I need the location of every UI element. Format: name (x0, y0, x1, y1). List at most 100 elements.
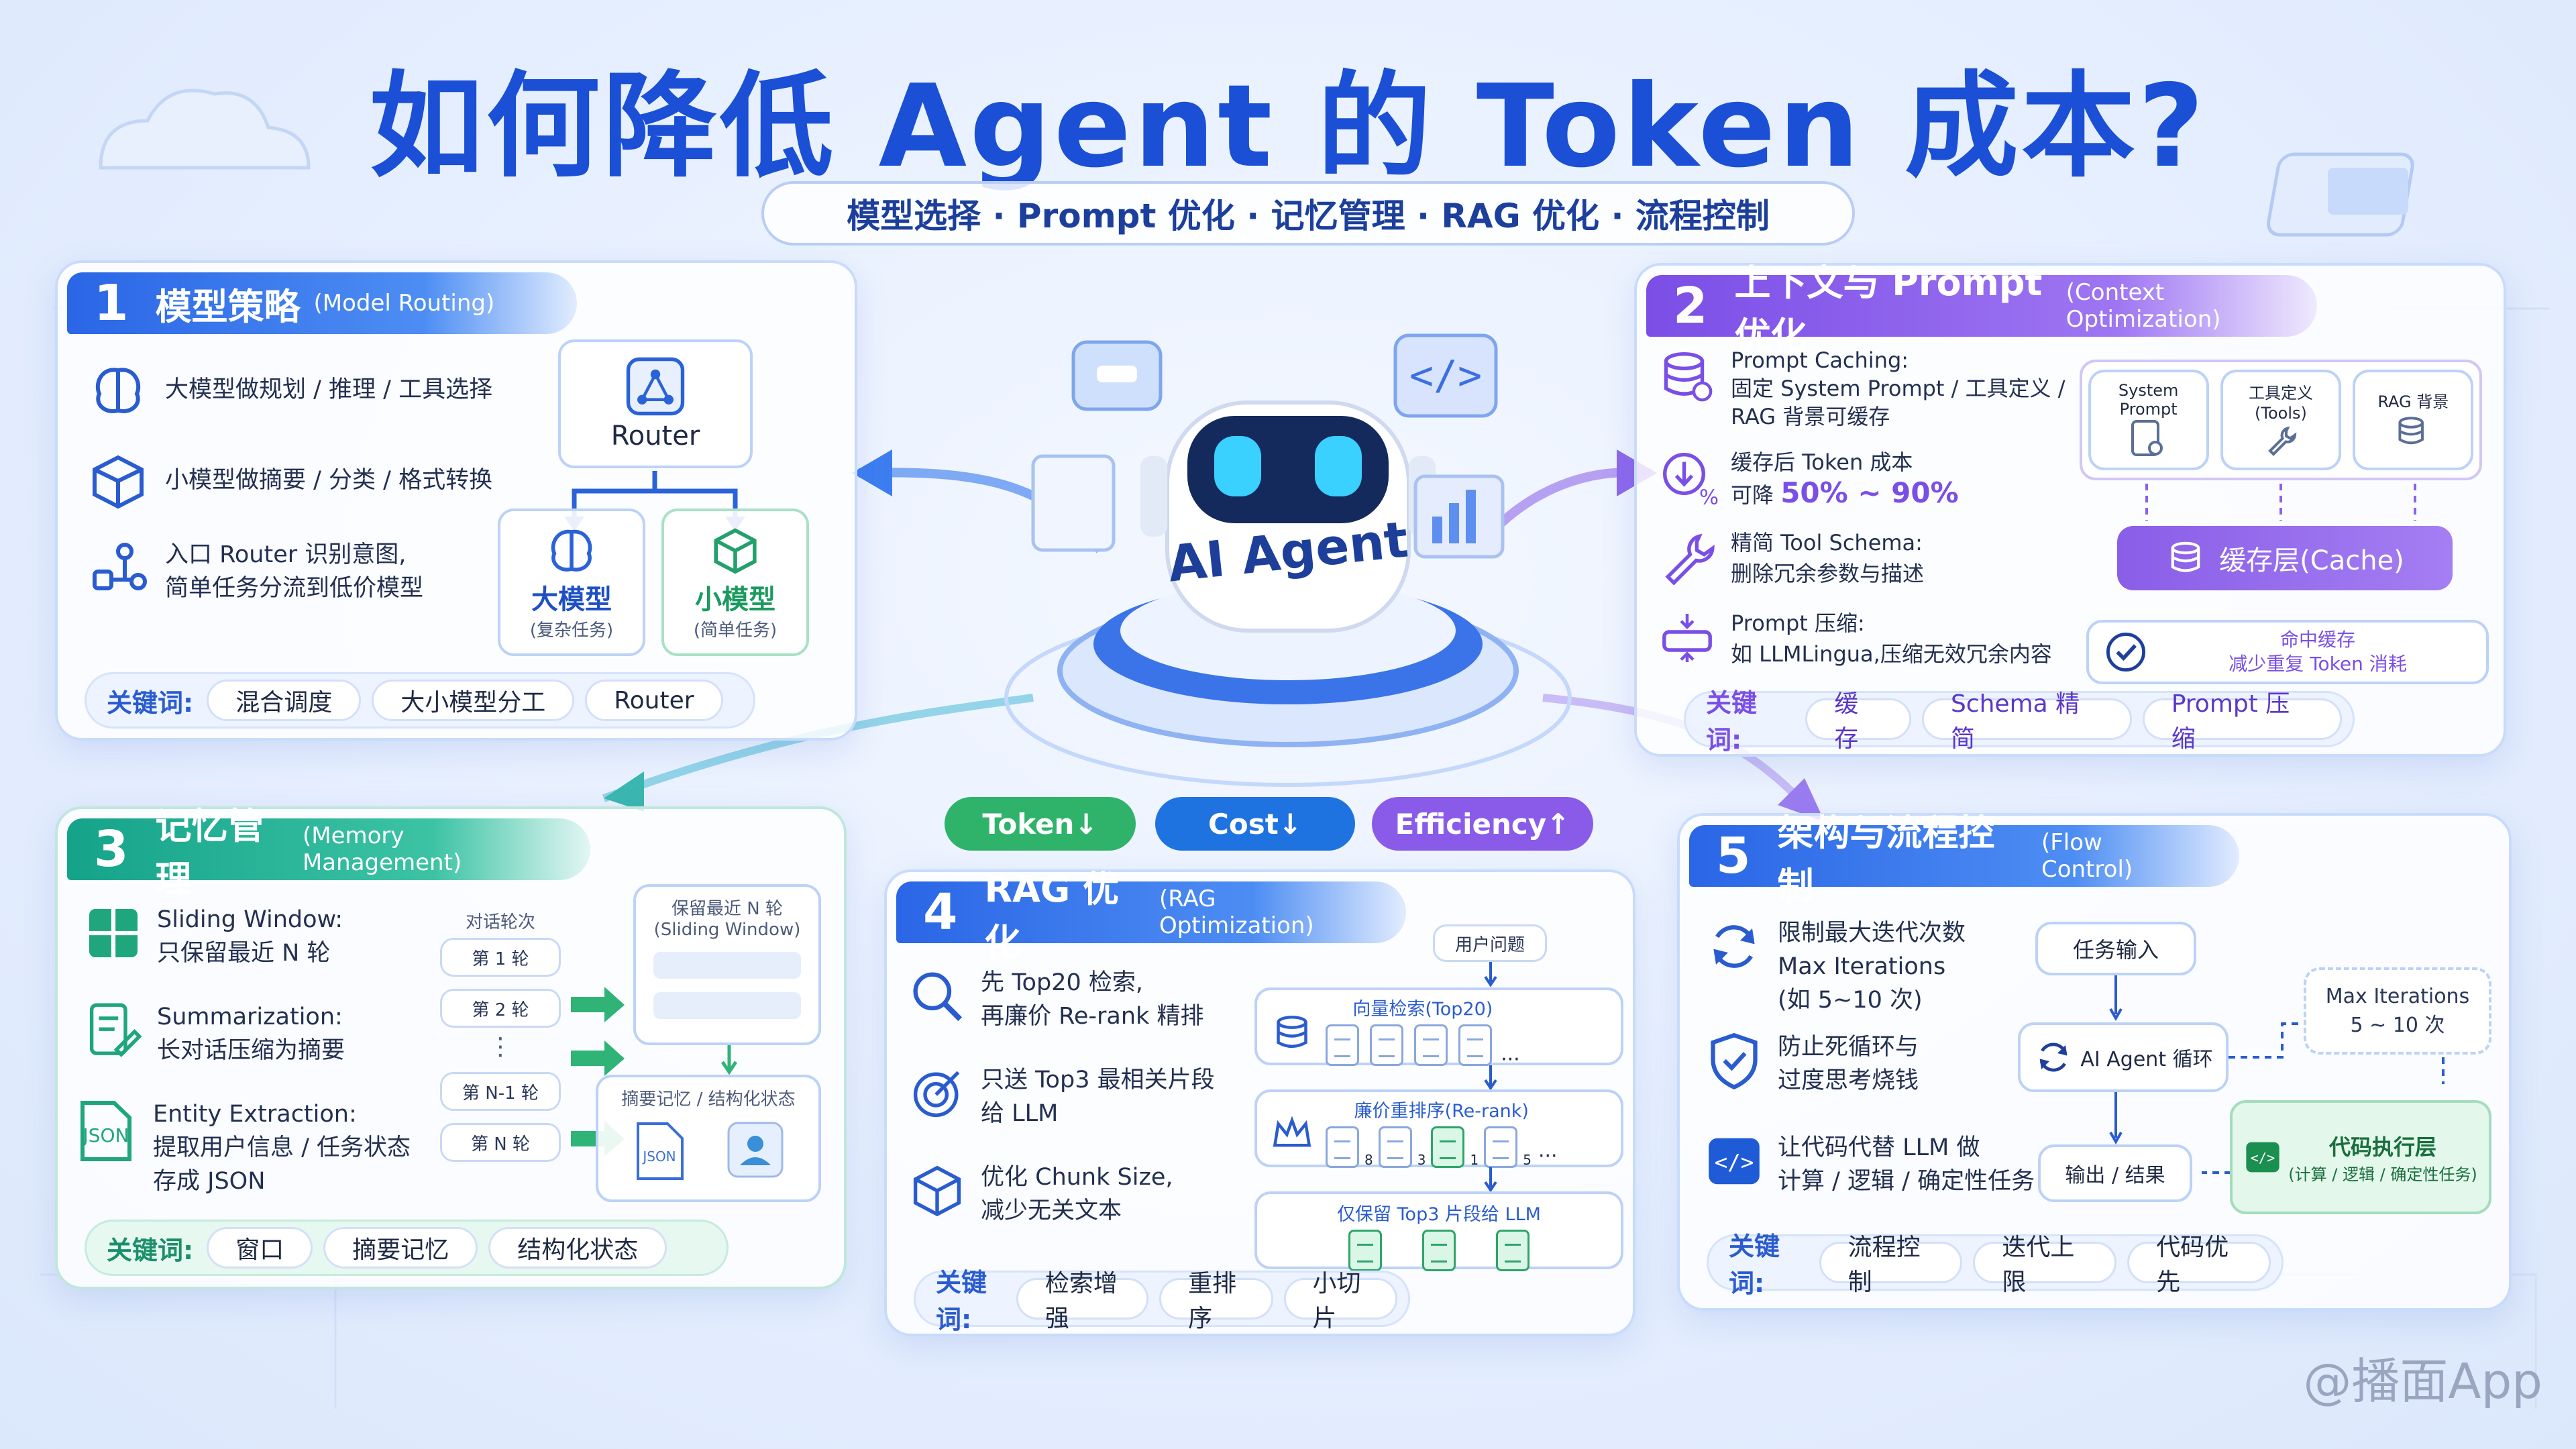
shield-check-icon (1711, 1032, 1758, 1090)
grid-window-icon (89, 909, 138, 957)
keyword-chip: 重排序 (1159, 1270, 1273, 1332)
target-icon (913, 1071, 960, 1118)
document-icon (1031, 454, 1116, 552)
panel-1-item-1: 大模型做规划 / 推理 / 工具选择 (85, 357, 492, 424)
svg-text:</>: </> (2251, 1150, 2275, 1166)
round-pill: 第 N 轮 (440, 1123, 561, 1162)
panel-4-item-chunk: 优化 Chunk Size,减少无关文本 (907, 1161, 1173, 1228)
brain-icon (551, 529, 592, 572)
vector-search-box: 向量检索(Top20) ··· (1254, 987, 1623, 1071)
crown-icon (1273, 1116, 1311, 1146)
panel-5-item-code: </> 让代码代替 LLM 做计算 / 逻辑 / 确定性任务 (1704, 1131, 2035, 1198)
panel-3-subtitle: (Memory Management) (302, 822, 462, 876)
round-pill: 第 N-1 轮 (440, 1072, 561, 1111)
panel-5-subtitle: (Flow Control) (2041, 829, 2133, 883)
json-file-icon: JSON (637, 1122, 684, 1180)
json-file-icon: JSON (80, 1101, 131, 1161)
router-flow-icon (93, 543, 147, 590)
user-query-node: 用户问题 (1433, 924, 1547, 962)
panel-4-keywords: 关键词: 检索增强 重排序 小切片 (914, 1268, 1410, 1334)
user-profile-icon (727, 1122, 784, 1178)
round-pill: 第 2 轮 (440, 989, 561, 1028)
refresh-icon (1713, 925, 1755, 968)
big-model-node: 大模型 (复杂任务) (498, 508, 645, 656)
task-input-node: 任务输入 (2035, 922, 2196, 975)
panel-5-header: 5 架构与流程控制 (Flow Control) (1689, 812, 2239, 907)
panel-2-keywords: 关键词: 缓存 Schema 精简 Prompt 压缩 (1684, 688, 2355, 755)
panel-2-item-savings: % 缓存后 Token 成本 可降 50% ~ 90% (1657, 447, 1959, 511)
panel-1-header: 1 模型策略 (Model Routing) (67, 272, 577, 334)
token-badge: Token↓ (945, 797, 1136, 851)
panel-2-item-caching: Prompt Caching: 固定 System Prompt / 工具定义 … (1657, 346, 2065, 431)
output-node: 输出 / 结果 (2038, 1144, 2192, 1202)
panel-1-subtitle: (Model Routing) (313, 290, 495, 317)
panel-4-subtitle: (RAG Optimization) (1159, 885, 1314, 939)
keyword-chip: 混合调度 (207, 680, 362, 721)
panel-3-item-summary: Summarization:长对话压缩为摘要 (83, 1000, 345, 1067)
panel-3-item-entity: JSON Entity Extraction:提取用户信息 / 任务状态存成 J… (72, 1097, 411, 1198)
panel-3-title: 记忆管理 (155, 805, 264, 900)
panel-2-number: 2 (1673, 277, 1708, 335)
panel-4-item-retrieve: 先 Top20 检索,再廉价 Re-rank 精排 (907, 966, 1203, 1033)
database-icon (2398, 416, 2424, 444)
panel-3-keywords: 关键词: 窗口 摘要记忆 结构化状态 (85, 1220, 729, 1276)
cube-icon (93, 455, 144, 509)
panel-1-item-2: 小模型做摘要 / 分类 / 格式转换 (85, 447, 492, 515)
database-icon (1277, 1015, 1307, 1048)
memory-state-box: 摘要记忆 / 结构化状态 JSON (596, 1075, 821, 1202)
panel-1-item-3: 入口 Router 识别意图, 简单任务分流到低价模型 (85, 538, 423, 605)
panel-2-subtitle: (Context Optimization) (2065, 279, 2221, 333)
chip-icon (2266, 152, 2414, 237)
brain-icon (95, 368, 141, 413)
page-title: 如何降低 Agent 的 Token 成本? (369, 60, 2207, 193)
cache-arrows (2145, 484, 2416, 521)
keyword-chip: 大小模型分工 (372, 680, 575, 721)
keyword-chip: 缓存 (1805, 690, 1911, 753)
panel-memory-management: 3 记忆管理 (Memory Management) Sliding Windo… (55, 805, 847, 1289)
down-arrow-icon (720, 1045, 738, 1075)
wrench-icon (1665, 533, 1715, 586)
panel-4-title: RAG 优化 (984, 868, 1120, 963)
source-rag: RAG 背景 (2353, 370, 2474, 470)
cache-layer: 缓存层(Cache) (2117, 526, 2453, 590)
panel-rag-optimization: 4 RAG 优化 (RAG Optimization) 先 Top20 检索,再… (884, 868, 1635, 1336)
cache-sources: System Prompt 工具定义(Tools) RAG 背景 (2080, 360, 2482, 480)
down-arrow-icon (1484, 1167, 1497, 1193)
compress-icon (1662, 614, 1712, 662)
down-arrow-icon (1484, 962, 1497, 987)
keyword-chip: 检索增强 (1016, 1270, 1149, 1332)
panel-2-title: 上下文与 Prompt 优化 (1734, 262, 2043, 357)
sliding-window-box: 保留最近 N 轮 (Sliding Window) (633, 884, 821, 1045)
panel-context-optimization: 2 上下文与 Prompt 优化 (Context Optimization) … (1634, 262, 2506, 757)
subtitle-bar: 模型选择 · Prompt 优化 · 记忆管理 · RAG 优化 · 流程控制 (761, 181, 1855, 246)
keyword-chip: 流程控制 (1819, 1234, 1963, 1296)
panel-1-title: 模型策略 (155, 285, 301, 328)
svg-text:%: % (1699, 486, 1719, 510)
keyword-chip: 窗口 (207, 1227, 313, 1269)
panel-3-number: 3 (94, 820, 129, 878)
panel-5-item-loop-guard: 防止死循环与过度思考烧钱 (1704, 1030, 1919, 1097)
cube-icon (714, 527, 757, 574)
small-model-node: 小模型 (简单任务) (661, 508, 809, 656)
down-arrow-icon (1484, 1065, 1497, 1091)
panel-5-title: 架构与流程控制 (1777, 812, 1995, 907)
cost-badge: Cost↓ (1155, 797, 1355, 851)
rerank-box: 廉价重排序(Re-rank) 8 3 1 5 ··· (1254, 1089, 1623, 1168)
rounds-label: 对话轮次 (465, 912, 535, 932)
code-icon: </> (1709, 1138, 1760, 1185)
panel-1-number: 1 (94, 274, 129, 332)
bar-chart-icon (1413, 474, 1505, 559)
cache-hit: 命中缓存 减少重复 Token 消耗 (2086, 620, 2489, 684)
panel-3-item-window: Sliding Window:只保留最近 N 轮 (83, 903, 343, 970)
keyword-chip: 结构化状态 (488, 1227, 667, 1269)
panel-5-number: 5 (1716, 827, 1751, 885)
source-system-prompt: System Prompt (2088, 370, 2209, 470)
svg-text:JSON: JSON (641, 1148, 676, 1165)
wrench-icon (2268, 426, 2297, 456)
keyword-chip: 小切片 (1283, 1270, 1397, 1332)
keyword-chip: Schema 精简 (1921, 690, 2132, 753)
panel-2-item-schema: 精简 Tool Schema: 删除冗余参数与描述 (1657, 527, 1924, 589)
refresh-icon (2039, 1042, 2068, 1072)
